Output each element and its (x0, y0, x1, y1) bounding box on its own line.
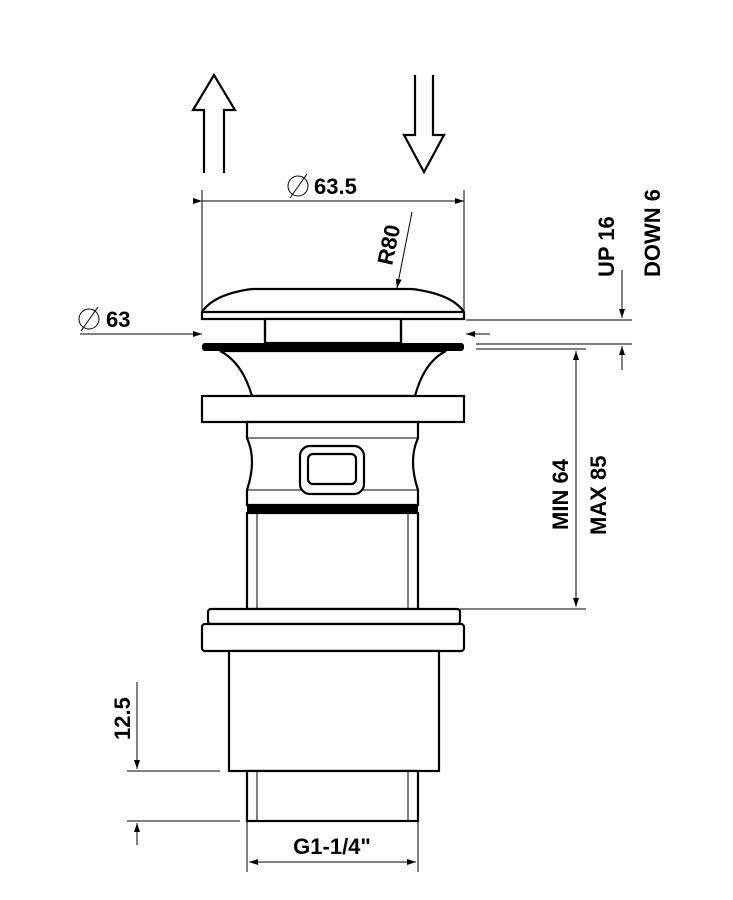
thread-label: G1-1/4" (293, 834, 371, 859)
body-tube (245, 511, 420, 611)
length-max-label: MAX 85 (586, 456, 611, 535)
arrow-down-icon (402, 75, 446, 175)
overflow-slot (298, 444, 366, 496)
cap-diameter-label: 63.5 (314, 174, 357, 199)
body-diameter-label: 63 (106, 307, 130, 332)
diameter-symbol-icon (287, 173, 309, 199)
lower-nut (200, 607, 466, 773)
dimension-cap-radius: R80 (372, 211, 413, 289)
lock-nut (200, 394, 466, 424)
stroke-down-label: DOWN 6 (640, 189, 665, 277)
dimension-stroke: UP 16 DOWN 6 (466, 189, 665, 370)
waste-cap (200, 287, 466, 345)
threaded-tail (245, 769, 420, 823)
dimension-body-diameter: 63 (78, 306, 490, 337)
thread-length-label: 12.5 (110, 697, 135, 740)
body-seal-ring (247, 505, 418, 513)
dimension-thread: G1-1/4" (246, 821, 419, 872)
cap-radius-label: R80 (372, 222, 405, 267)
length-min-label: MIN 64 (548, 458, 573, 530)
diameter-symbol-icon (78, 306, 100, 332)
dimension-cap-diameter: 63.5 (193, 173, 465, 312)
stroke-up-label: UP 16 (594, 216, 619, 277)
dimension-body-length: MIN 64 MAX 85 (460, 348, 611, 610)
arrow-up-icon (191, 72, 237, 173)
flared-body (219, 349, 447, 398)
dimension-thread-length: 12.5 (110, 682, 240, 845)
flange-ring (202, 343, 464, 351)
